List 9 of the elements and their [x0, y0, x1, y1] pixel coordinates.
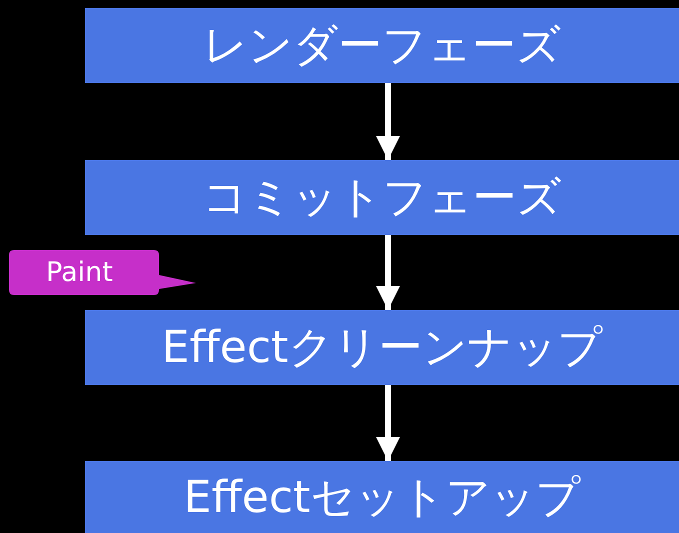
phase-box: Effectセットアップ — [85, 461, 679, 533]
arrow — [376, 385, 400, 461]
phase-box: レンダーフェーズ — [85, 8, 679, 83]
callout-label: Paint — [46, 257, 113, 288]
phase-box: コミットフェーズ — [85, 160, 679, 235]
callout-bubble — [8, 249, 198, 296]
arrow — [376, 235, 400, 310]
arrow — [376, 83, 400, 160]
phase-box: Effectクリーンナップ — [85, 310, 679, 385]
